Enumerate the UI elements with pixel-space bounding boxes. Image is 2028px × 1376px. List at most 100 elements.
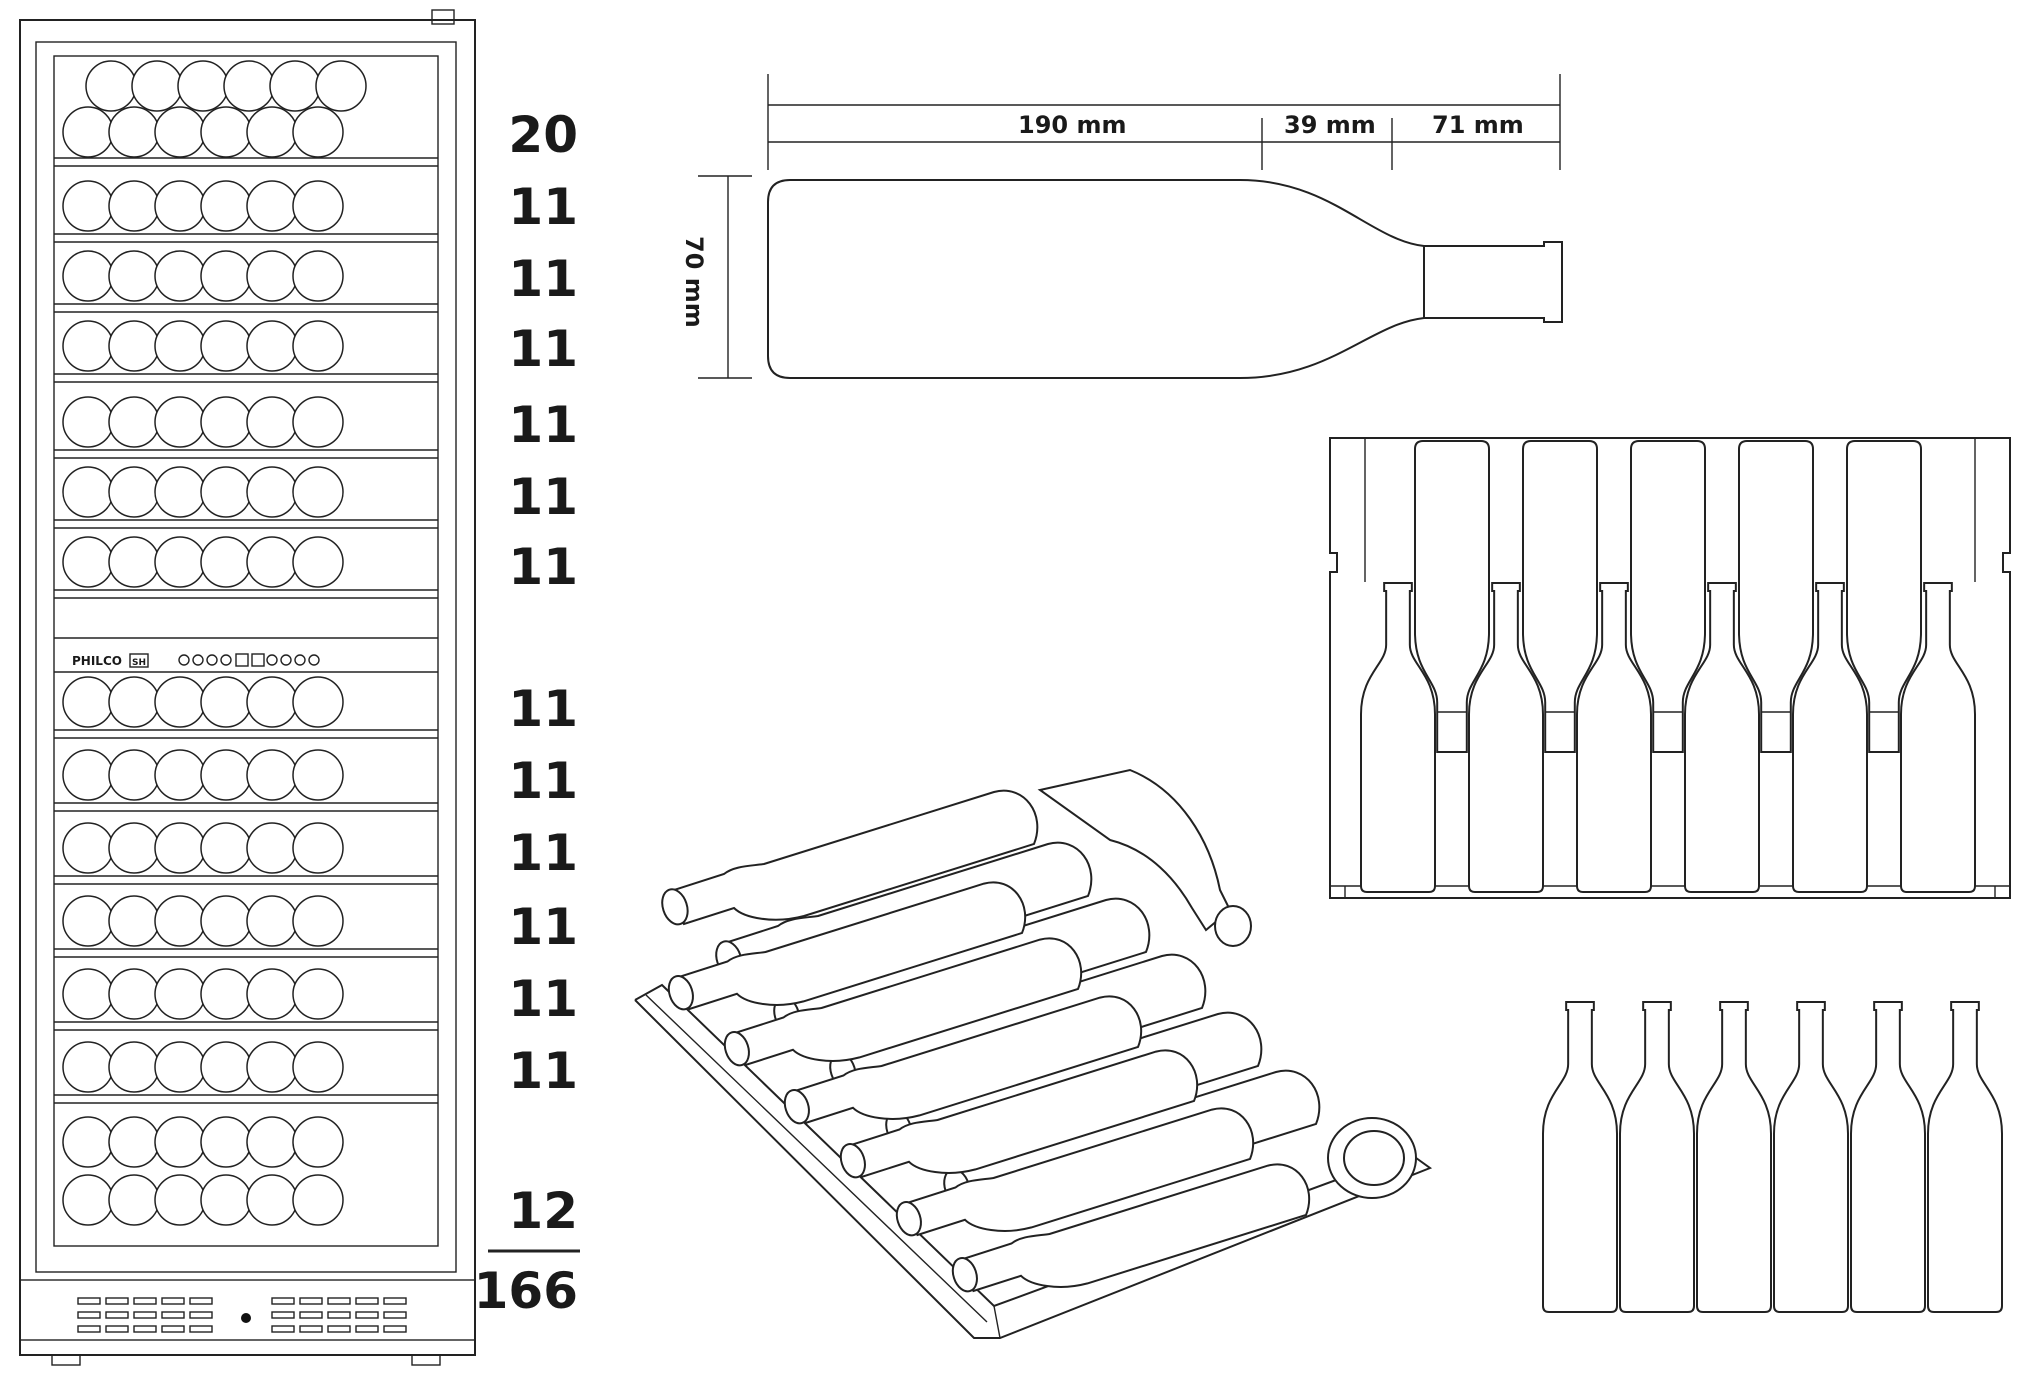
bottle-end [108, 536, 160, 588]
wine-cooler-front: PHILCO SH [19, 9, 476, 1366]
bottle-end [177, 60, 229, 112]
brand-logo: PHILCO [72, 654, 122, 668]
bottle-end [246, 1041, 298, 1093]
bottle-end [62, 749, 114, 801]
bottle-dimension-drawing: 190 mm 39 mm 71 mm 70 mm [680, 74, 1563, 379]
bottle-end [154, 320, 206, 372]
vent-slot [133, 1325, 157, 1333]
bottle-end [292, 180, 344, 232]
bottle-end [292, 250, 344, 302]
bottle-end [108, 676, 160, 728]
bottle-end [200, 1174, 252, 1226]
shelf-count: 20 [508, 106, 578, 164]
vent-slot [327, 1325, 351, 1333]
vent-slot [161, 1297, 185, 1305]
lying-bottle [667, 881, 1027, 1011]
bottle-end [154, 895, 206, 947]
shelf-count: 11 [508, 1042, 578, 1100]
lying-bottle [895, 1107, 1255, 1237]
bottle-end [200, 320, 252, 372]
bottle-end [200, 968, 252, 1020]
shelf-count: 11 [508, 680, 578, 738]
bottle-end [62, 1116, 114, 1168]
brand-badge-box [129, 653, 149, 668]
bottle-end [246, 180, 298, 232]
bottle-end [108, 749, 160, 801]
cooler-foot-left [51, 1354, 81, 1366]
upright-bottle [1792, 582, 1868, 893]
bottle-neck [1037, 768, 1252, 947]
bottle-end [108, 968, 160, 1020]
power-indicator [241, 1313, 251, 1323]
bottle-end [200, 466, 252, 518]
bottle-end [292, 895, 344, 947]
panel-button [206, 654, 218, 666]
lying-bottle [839, 1049, 1199, 1179]
bottle-end [246, 1174, 298, 1226]
bottle-end [246, 396, 298, 448]
bottle-end [62, 968, 114, 1020]
lying-bottle [723, 937, 1083, 1067]
bottle-end [154, 180, 206, 232]
bottle-end [154, 1174, 206, 1226]
upright-bottles [1360, 582, 1976, 893]
bottle-end [246, 320, 298, 372]
bottle-base-end [1327, 1117, 1417, 1199]
bottle-end [154, 250, 206, 302]
lying-bottles [661, 768, 1417, 1293]
bottle-end [62, 106, 114, 158]
bottle [1850, 1001, 1926, 1313]
inverted-bottle [1738, 440, 1814, 753]
bottle [1696, 1001, 1772, 1313]
cooler-cabinet [19, 19, 476, 1356]
cooler-glass [53, 55, 439, 1247]
vent-slot [133, 1311, 157, 1319]
bottle-end [108, 320, 160, 372]
bottle-end [62, 822, 114, 874]
vent-slot [299, 1311, 323, 1319]
bottle-end [154, 1041, 206, 1093]
bottle-end [292, 968, 344, 1020]
bottle-end [200, 106, 252, 158]
shelf-count: 11 [508, 538, 578, 596]
lying-bottle [661, 789, 1039, 926]
vent-slot [189, 1311, 213, 1319]
panel-button [235, 653, 249, 667]
bottle-end [154, 536, 206, 588]
bottle-end [62, 466, 114, 518]
bottle-end [246, 106, 298, 158]
bottle-end [108, 180, 160, 232]
bottle-end [108, 822, 160, 874]
bottle-end [154, 106, 206, 158]
bottle-end [292, 749, 344, 801]
bottle-end [62, 536, 114, 588]
panel-button [266, 654, 278, 666]
bottle-end [108, 1041, 160, 1093]
bottle-end [246, 1116, 298, 1168]
panel-button [280, 654, 292, 666]
vent-slot [77, 1325, 101, 1333]
bottle-end [246, 536, 298, 588]
vent-slot [77, 1297, 101, 1305]
bottle-end [62, 396, 114, 448]
bottle-end [131, 60, 183, 112]
bottle-end [200, 180, 252, 232]
vent-slot [271, 1325, 295, 1333]
dimension-diameter: 70 mm [680, 236, 708, 328]
total-bottle-count: 166 [474, 1262, 578, 1320]
bottle-end [62, 895, 114, 947]
bottle-end [154, 968, 206, 1020]
control-panel: PHILCO SH [54, 637, 438, 673]
shelf-count: 11 [508, 468, 578, 526]
vent-slot [355, 1311, 379, 1319]
bottle-end [154, 822, 206, 874]
bottle-end [292, 320, 344, 372]
panel-button [220, 654, 232, 666]
bottle-end [154, 1116, 206, 1168]
shelf-front-view [1329, 437, 2011, 899]
inverted-bottle [1846, 440, 1922, 753]
vent-slot [133, 1297, 157, 1305]
bottle-end [292, 106, 344, 158]
bottle-end [154, 676, 206, 728]
